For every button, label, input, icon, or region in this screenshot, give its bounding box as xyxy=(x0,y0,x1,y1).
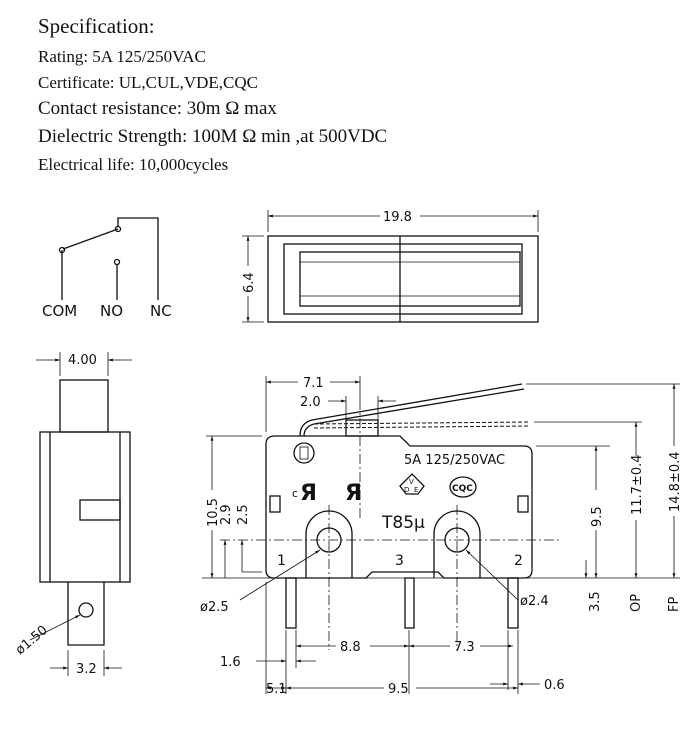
dim-hole-2-5: ø2.5 xyxy=(200,600,229,615)
dim-7-1: 7.1 xyxy=(303,376,324,391)
terminal-1-label: 1 xyxy=(277,553,286,569)
label-op: OP xyxy=(629,594,644,612)
dim-14-8: 14.8±0.4 xyxy=(668,451,683,512)
dim-2-9: 2.9 xyxy=(219,504,234,525)
dim-hole-2-4: ø2.4 xyxy=(520,594,549,609)
dim-6-4: 6.4 xyxy=(242,272,257,293)
dim-4-00: 4.00 xyxy=(68,353,97,368)
svg-text:D: D xyxy=(404,486,409,494)
cert-c: c xyxy=(292,487,298,500)
spec-contact-resistance: Contact resistance: 30m Ω max xyxy=(38,98,277,119)
marking-model: T85μ xyxy=(381,513,425,533)
dim-8-8: 8.8 xyxy=(340,640,361,655)
dim-0-6: 0.6 xyxy=(544,678,565,693)
cqc-logo xyxy=(449,476,477,498)
vde-logo xyxy=(399,473,425,495)
dim-5-1: 5.1 xyxy=(266,682,287,697)
marking-rating: 5A 125/250VAC xyxy=(404,453,505,468)
dim-2-0: 2.0 xyxy=(300,395,321,410)
dim-9-5-horizontal: 9.5 xyxy=(388,682,409,697)
terminal-3-label: 3 xyxy=(395,553,404,569)
label-com: COM xyxy=(42,302,77,320)
dim-9-5-vertical: 9.5 xyxy=(590,506,605,527)
dim-2-5: 2.5 xyxy=(236,504,251,525)
dim-10-5: 10.5 xyxy=(206,498,221,527)
top-view: 19.8 6.4 xyxy=(242,210,539,323)
spec-certificate: Certificate: UL,CUL,VDE,CQC xyxy=(38,73,259,92)
svg-text:CQC: CQC xyxy=(452,484,473,494)
switch-schematic: COM NO NC xyxy=(42,217,172,320)
label-fp: FP xyxy=(667,597,682,612)
svg-text:V: V xyxy=(409,478,414,486)
dim-1-6: 1.6 xyxy=(220,655,241,670)
spec-rating: Rating: 5A 125/250VAC xyxy=(38,47,206,66)
spec-dielectric-strength: Dielectric Strength: 100M Ω min ,at 500V… xyxy=(38,126,388,147)
dim-3-5: 3.5 xyxy=(588,591,603,612)
side-view: 4.00 3.2 ø1.50 xyxy=(13,352,132,677)
spec-title: Specification: xyxy=(38,14,155,38)
spec-electrical-life: Electrical life: 10,000cycles xyxy=(38,155,229,174)
ul-logo-2: Я xyxy=(345,481,362,506)
terminal-2-label: 2 xyxy=(514,553,523,569)
dim-7-3: 7.3 xyxy=(454,640,475,655)
label-no: NO xyxy=(100,302,123,320)
dim-3-2: 3.2 xyxy=(76,662,97,677)
front-view: 5A 125/250VAC c Я Я V D E CQC T85μ 1 3 2… xyxy=(200,376,683,697)
dim-19-8: 19.8 xyxy=(383,210,412,225)
svg-text:E: E xyxy=(414,486,418,494)
ul-logo-1: Я xyxy=(300,481,317,506)
dim-11-7: 11.7±0.4 xyxy=(630,454,645,515)
label-nc: NC xyxy=(150,302,172,320)
dim-hole-1-50: ø1.50 xyxy=(13,623,51,658)
